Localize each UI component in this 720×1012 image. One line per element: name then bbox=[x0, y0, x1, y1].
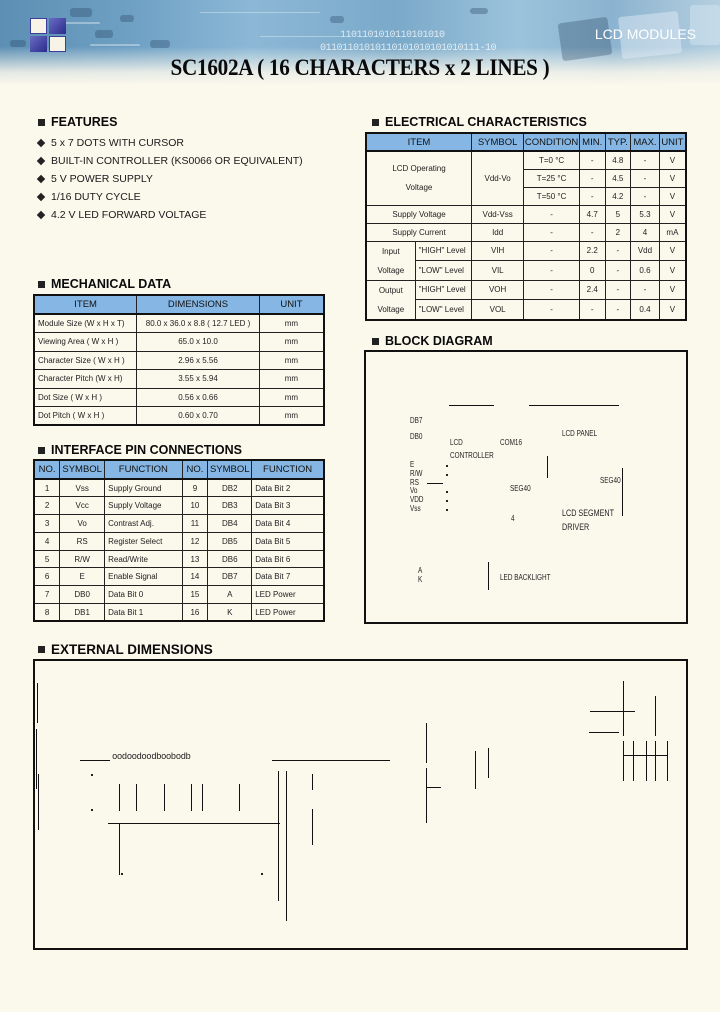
table-row: Supply Current Idd - - 2 4 mA bbox=[365, 222, 687, 242]
mechanical-heading: MECHANICAL DATA bbox=[38, 277, 171, 291]
external-dimensions-heading: EXTERNAL DIMENSIONS bbox=[38, 642, 213, 657]
table-header-row: ITEM SYMBOL CONDITION MIN. TYP. MAX. UNI… bbox=[365, 132, 687, 152]
block-diagram-heading: BLOCK DIAGRAM bbox=[372, 334, 493, 348]
diamond-bullet-icon bbox=[36, 174, 46, 184]
table-header-row: NO. SYMBOL FUNCTION NO. SYMBOL FUNCTION bbox=[33, 459, 325, 480]
square-bullet-icon bbox=[372, 337, 379, 345]
mechanical-table: ITEM DIMENSIONS UNIT Module Size (W x H … bbox=[33, 294, 325, 426]
feature-item: 5 V POWER SUPPLY bbox=[36, 170, 303, 188]
page-title: SC1602A ( 16 CHARACTERS x 2 LINES ) bbox=[170, 55, 550, 80]
table-row: T=25 °C - 4.5 - V bbox=[366, 168, 687, 188]
diamond-bullet-icon bbox=[36, 138, 46, 148]
panel-top-edge bbox=[529, 405, 619, 406]
square-bullet-icon bbox=[38, 118, 45, 126]
table-row: Module Size (W x H x T)80.0 x 36.0 x 8.8… bbox=[33, 313, 325, 333]
features-list: 5 x 7 DOTS WITH CURSOR BUILT-IN CONTROLL… bbox=[36, 134, 303, 224]
feature-item: 4.2 V LED FORWARD VOLTAGE bbox=[36, 206, 303, 224]
header-banner: 1101101010110101010 01101101010110101010… bbox=[0, 0, 720, 85]
feature-item: 1/16 DUTY CYCLE bbox=[36, 188, 303, 206]
diamond-bullet-icon bbox=[36, 192, 46, 202]
table-row: "LOW" Level VOL - - - 0.4 V bbox=[366, 299, 687, 320]
table-row: Output Voltage "HIGH" Level VOH - 2.4 - … bbox=[365, 279, 687, 320]
square-bullet-icon bbox=[372, 118, 379, 126]
square-bullet-icon bbox=[38, 280, 45, 288]
external-dimensions-drawing: oodoodoodboobodb bbox=[33, 659, 688, 950]
electrical-table: ITEM SYMBOL CONDITION MIN. TYP. MAX. UNI… bbox=[365, 132, 687, 321]
pin-header: oodoodoodboobodb bbox=[112, 752, 191, 762]
table-row: Supply Voltage Vdd-Vss - 4.7 5 5.3 V bbox=[365, 204, 687, 224]
features-heading: FEATURES bbox=[38, 115, 117, 129]
diamond-bullet-icon bbox=[36, 210, 46, 220]
binary-decoration-1: 1101101010110101010 bbox=[340, 30, 445, 41]
table-header-row: ITEM DIMENSIONS UNIT bbox=[33, 294, 325, 315]
table-row: "LOW" Level VIL - 0 - 0.6 V bbox=[366, 260, 687, 281]
brand-tag: LCD MODULES bbox=[594, 26, 696, 42]
electrical-heading: ELECTRICAL CHARACTERISTICS bbox=[372, 115, 587, 129]
block-diagram: DB7 DB0 LCD CONTROLLER COM16 LCD PANEL E… bbox=[364, 350, 688, 624]
table-row: Input Voltage "HIGH" Level VIH - 2.2 - V… bbox=[365, 240, 687, 281]
company-logo bbox=[30, 18, 68, 53]
feature-item: 5 x 7 DOTS WITH CURSOR bbox=[36, 134, 303, 152]
table-row: LCD Operating Voltage Vdd-Vo T=0 °C - 4.… bbox=[365, 150, 687, 206]
controller-top-edge bbox=[449, 405, 494, 406]
pin-connections-table: NO. SYMBOL FUNCTION NO. SYMBOL FUNCTION … bbox=[33, 459, 325, 623]
diamond-bullet-icon bbox=[36, 156, 46, 166]
pins-heading: INTERFACE PIN CONNECTIONS bbox=[38, 443, 242, 457]
binary-decoration-2: 01101101010110101010101010111-10 bbox=[320, 43, 497, 54]
square-bullet-icon bbox=[38, 446, 45, 454]
square-bullet-icon bbox=[38, 646, 45, 653]
feature-item: BUILT-IN CONTROLLER (KS0066 OR EQUIVALEN… bbox=[36, 152, 303, 170]
